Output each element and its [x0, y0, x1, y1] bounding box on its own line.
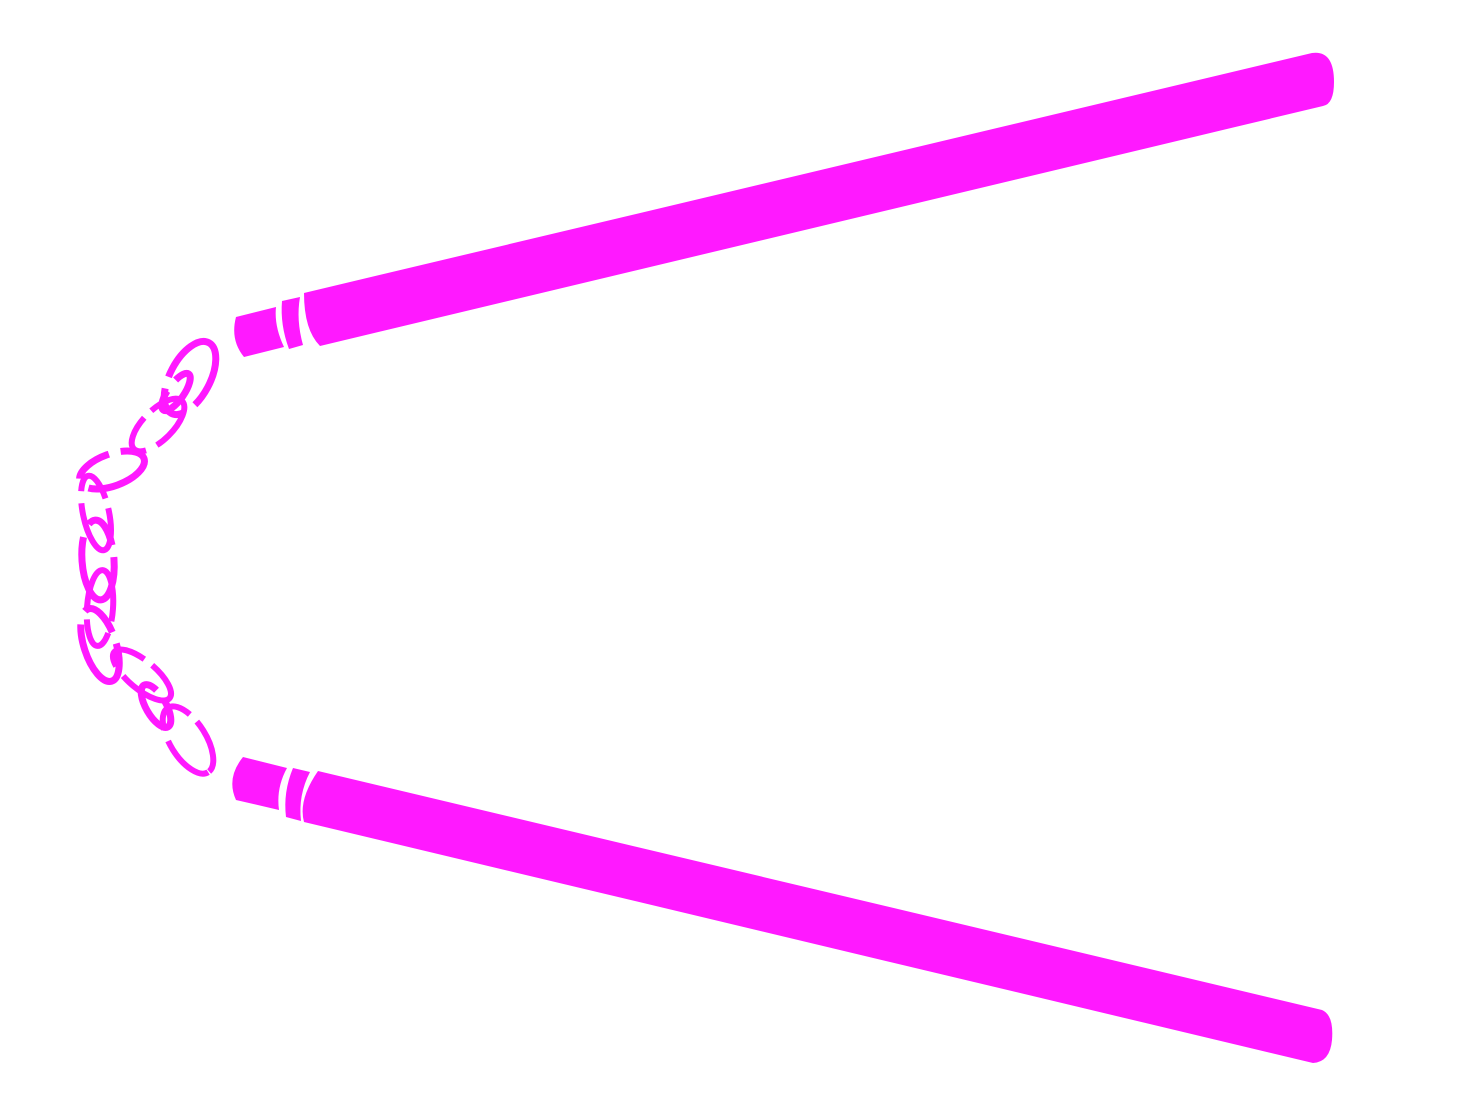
- chain-link: [109, 646, 175, 704]
- upper-stick-body: [304, 52, 1334, 346]
- chain-link: [77, 605, 123, 685]
- chain-link: [160, 337, 220, 419]
- chain-link: [76, 447, 148, 493]
- upper-stick-ferrule: [281, 297, 303, 349]
- lower-stick-ferrule: [285, 768, 310, 821]
- chain-link: [78, 472, 114, 554]
- chain-link: [158, 369, 194, 415]
- chain-link: [137, 681, 175, 731]
- chain-link: [159, 703, 217, 777]
- lower-stick-body: [302, 771, 1333, 1063]
- lower-stick: [232, 757, 1333, 1063]
- lower-stick-cap: [232, 757, 287, 810]
- upper-stick-cap: [234, 307, 284, 357]
- chain-link: [78, 516, 118, 604]
- chain: [76, 337, 220, 777]
- upper-stick: [234, 52, 1334, 357]
